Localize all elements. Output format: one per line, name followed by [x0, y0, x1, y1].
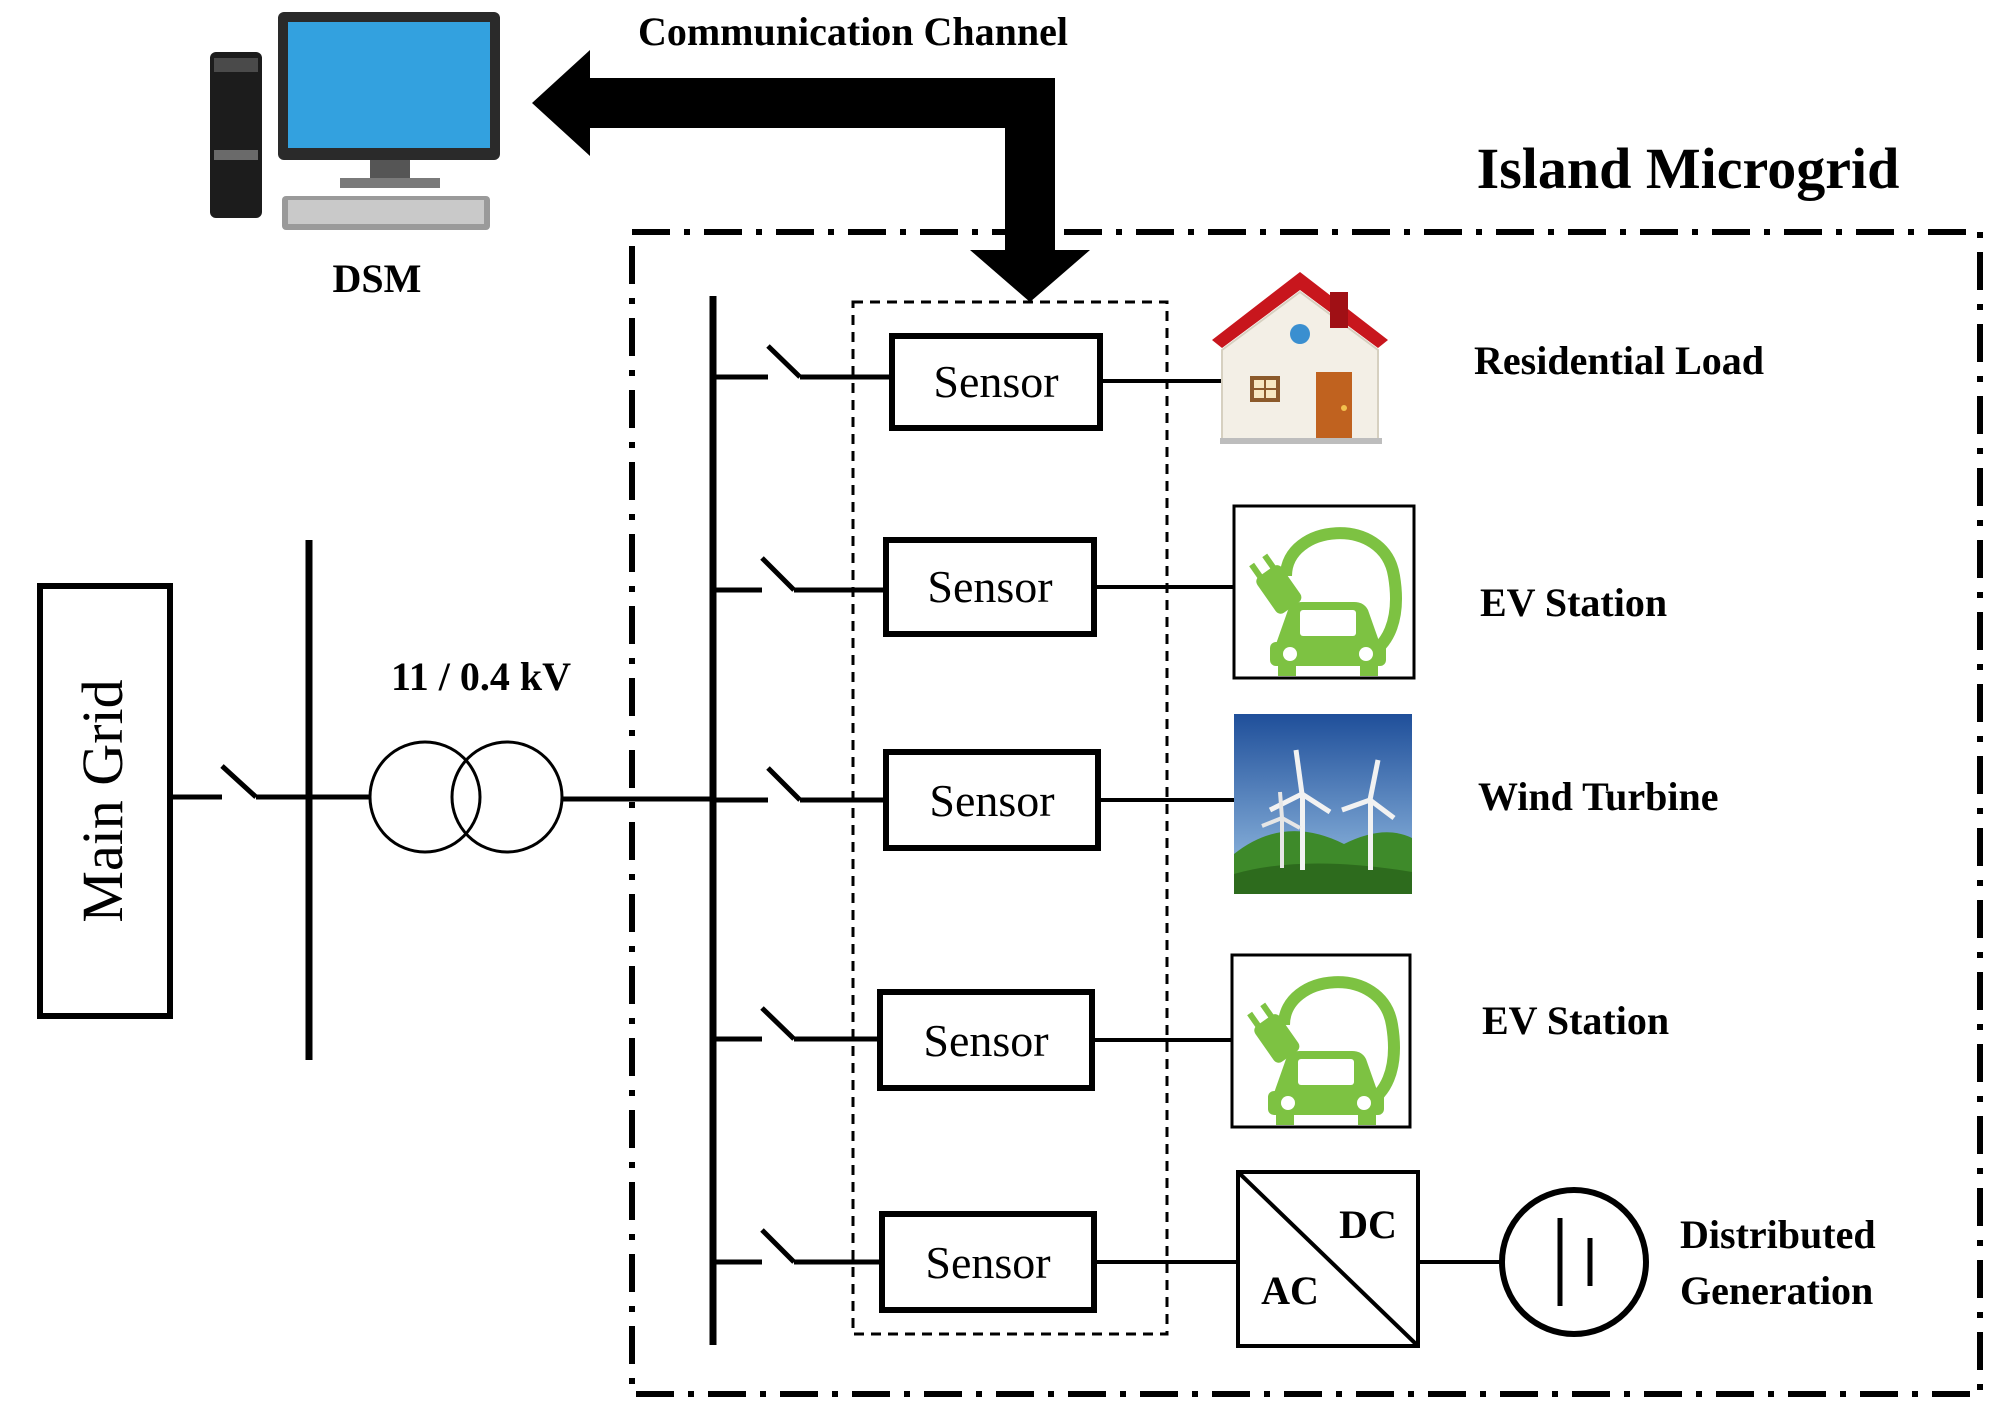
main-grid-label: Main Grid	[70, 679, 135, 922]
branch-residential-load: Sensor	[713, 333, 1232, 431]
branch-ev-station-1: Sensor	[713, 537, 1234, 637]
sensor-group-boundary	[851, 300, 1169, 1336]
load-label-ev-station-1: EV Station	[1480, 580, 1667, 625]
load-label-residential: Residential Load	[1474, 338, 1764, 383]
branch-distributed-generation: Sensor	[713, 1211, 1238, 1313]
distributed-generation-label-line2: Generation	[1680, 1268, 1873, 1313]
branch-wind-turbine: Sensor	[713, 749, 1234, 851]
main-grid-box	[37, 583, 173, 1019]
breaker-switch	[220, 764, 258, 799]
computer-icon	[210, 12, 500, 230]
sensor-label: Sensor	[927, 561, 1052, 612]
distributed-generation-label-line1: Distributed	[1680, 1212, 1876, 1257]
load-label-ev-station-2: EV Station	[1482, 998, 1669, 1043]
transformer-icon	[368, 740, 564, 854]
ac-dc-converter: DC AC	[1236, 1170, 1420, 1348]
communication-channel-arrow	[532, 50, 1090, 302]
house-icon	[1212, 272, 1388, 444]
island-microgrid-title: Island Microgrid	[1477, 136, 1900, 201]
dsm-label: DSM	[333, 256, 422, 301]
ev-charger-icon	[1232, 504, 1416, 680]
sensor-label: Sensor	[933, 356, 1058, 407]
communication-channel-label: Communication Channel	[638, 9, 1068, 54]
converter-dc-label: DC	[1339, 1202, 1397, 1247]
sensor-label: Sensor	[929, 775, 1054, 826]
dc-source-icon	[1499, 1187, 1649, 1337]
sensor-box	[883, 749, 1101, 851]
sensor-label: Sensor	[925, 1237, 1050, 1288]
sensor-label: Sensor	[923, 1015, 1048, 1066]
load-label-wind-turbine: Wind Turbine	[1478, 774, 1719, 819]
island-microgrid-boundary	[629, 229, 1983, 1397]
wind-turbine-icon	[1234, 714, 1412, 894]
ev-charger-icon	[1230, 953, 1412, 1129]
transformer-rating-label: 11 / 0.4 kV	[391, 654, 571, 699]
converter-ac-label: AC	[1261, 1268, 1319, 1313]
branch-ev-station-2: Sensor	[713, 989, 1232, 1091]
